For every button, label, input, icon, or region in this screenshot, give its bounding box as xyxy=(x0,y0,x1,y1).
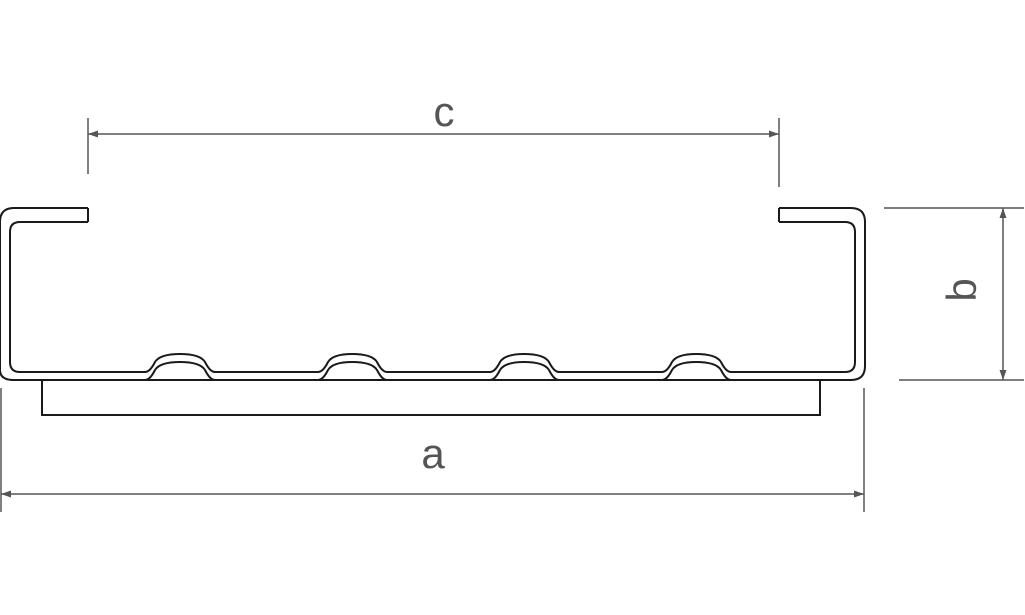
tray-profile-outer xyxy=(0,207,866,381)
tray-profile-inner xyxy=(9,221,856,373)
dim-c-label: c xyxy=(434,88,455,135)
dim-b-label: b xyxy=(938,278,985,301)
base-plate xyxy=(41,379,821,416)
dim-a-label: a xyxy=(421,430,445,477)
